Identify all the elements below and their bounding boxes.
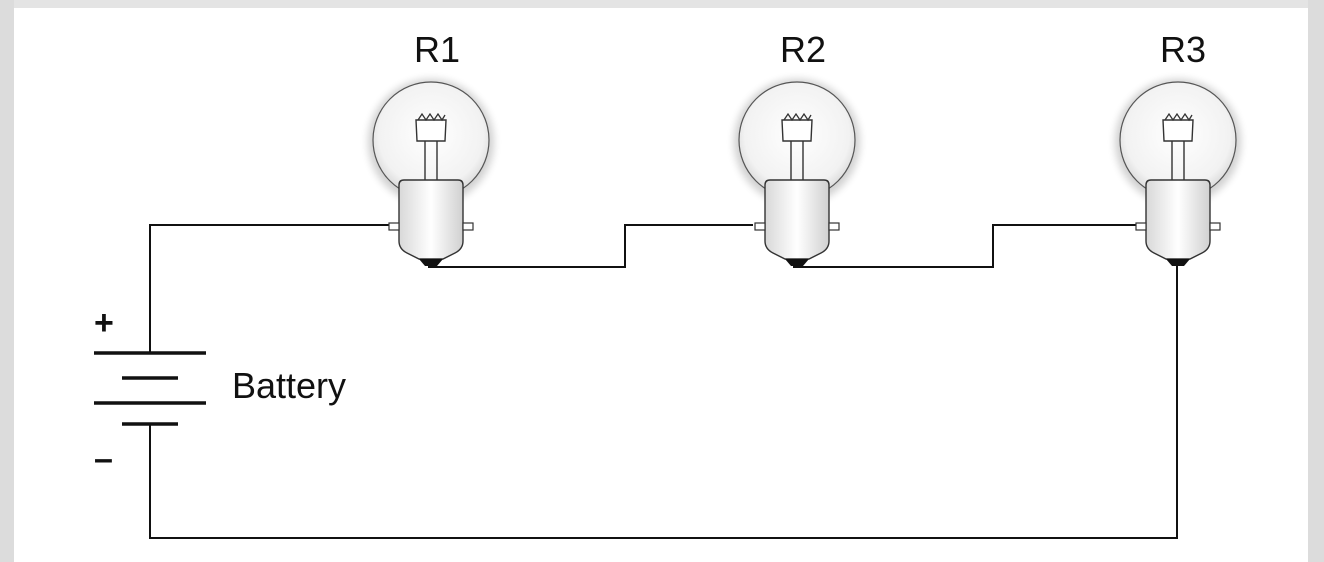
- bulb-r3: [1115, 79, 1241, 266]
- wire-r3-to-battery: [149, 265, 1178, 539]
- battery-positive-sign: +: [94, 304, 114, 342]
- wire-r2-to-r3: [793, 224, 1138, 268]
- battery-label: Battery: [232, 365, 346, 406]
- bulb-r2: [734, 79, 860, 266]
- wire-battery-to-r1: [149, 224, 389, 352]
- bulb-icon: [368, 79, 494, 266]
- bulb-label-r1: R1: [414, 29, 460, 70]
- frame-left-edge: [0, 0, 14, 562]
- wire-r1-to-r2: [428, 224, 753, 268]
- frame-right-edge: [1308, 0, 1324, 562]
- battery-symbol: [94, 351, 206, 426]
- bulb-label-r3: R3: [1160, 29, 1206, 70]
- frame-top-edge: [0, 0, 1324, 8]
- battery-negative-sign: –: [94, 440, 113, 478]
- wires: [149, 224, 1178, 539]
- bulb-icon: [1115, 79, 1241, 266]
- bulb-label-r2: R2: [780, 29, 826, 70]
- bulb-r1: [368, 79, 494, 266]
- bulb-icon: [734, 79, 860, 266]
